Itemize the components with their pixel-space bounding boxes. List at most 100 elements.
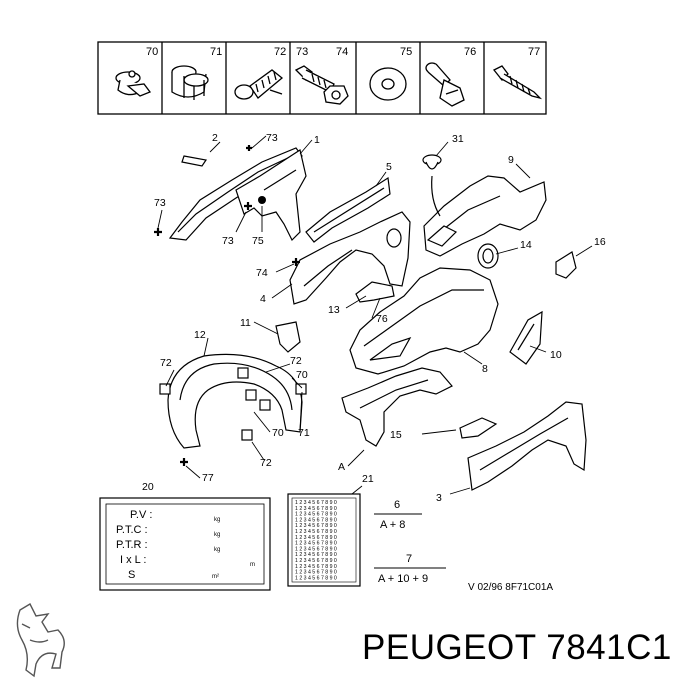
digit-row: 1 2 3 4 5 6 7 8 9 0 [295, 500, 337, 506]
leader-lines [157, 135, 593, 495]
digit-plate: 1 2 3 4 5 6 7 8 9 01 2 3 4 5 6 7 8 9 01 … [287, 493, 361, 587]
callout-1: 1 [314, 134, 320, 146]
plate-label-pv: P.V : [130, 509, 152, 521]
digit-row: 1 2 3 4 5 6 7 8 9 0 [295, 575, 337, 581]
digit-row: 1 2 3 4 5 6 7 8 9 0 [295, 558, 337, 564]
legend-num-73: 73 [296, 46, 308, 58]
part-9-wheelhouse-rear [423, 175, 547, 257]
part-1-apron [235, 149, 307, 242]
callout-72-left: 72 [160, 357, 172, 369]
note-7-formula: A + 10 + 9 [378, 573, 428, 585]
part-31-grommet [422, 154, 442, 217]
id-plate: P.V : P.T.C : P.T.R : I x L : S kg kg kg… [99, 497, 271, 591]
callout-72-low: 72 [260, 457, 272, 469]
part-10-bracket [509, 310, 543, 365]
part-3-front-pillar [467, 401, 587, 491]
callout-8: 8 [482, 363, 488, 375]
callout-A: A [338, 461, 345, 473]
digit-row: 1 2 3 4 5 6 7 8 9 0 [295, 564, 337, 570]
clip-squares [159, 367, 307, 441]
callout-75: 75 [252, 235, 264, 247]
part-number: 7841C1 [546, 628, 672, 667]
rivet-dot-75 [258, 196, 266, 204]
part-16-clip [555, 251, 577, 279]
part-lower-rail [341, 367, 453, 447]
plate-unit-2: kg [214, 532, 220, 538]
part-4-inner-panel [289, 211, 411, 305]
digit-row: 1 2 3 4 5 6 7 8 9 0 [295, 535, 337, 541]
note-7-number: 7 [406, 553, 412, 565]
part-14-seal [477, 243, 499, 269]
callout-5: 5 [386, 161, 392, 173]
digit-row: 1 2 3 4 5 6 7 8 9 0 [295, 512, 337, 518]
legend-num-76: 76 [464, 46, 476, 58]
digit-row: 1 2 3 4 5 6 7 8 9 0 [295, 506, 337, 512]
diagram-reference: V 02/96 8F71C01A [468, 582, 553, 593]
callout-70-right: 70 [296, 369, 308, 381]
fastener-markers [154, 145, 300, 466]
expansion-rivet-icon [234, 69, 284, 100]
legend-num-72: 72 [274, 46, 286, 58]
peugeot-lion-logo [16, 603, 65, 678]
self-tapping-screw-icon [492, 65, 543, 100]
callout-10: 10 [550, 349, 562, 361]
digit-row: 1 2 3 4 5 6 7 8 9 0 [295, 570, 337, 576]
note-6-formula: A + 8 [380, 519, 405, 531]
bolt-with-nut-icon [294, 65, 349, 105]
rubber-grommet-icon [171, 65, 209, 100]
digit-row: 1 2 3 4 5 6 7 8 9 0 [295, 552, 337, 558]
callout-31: 31 [452, 133, 464, 145]
callout-2: 2 [212, 132, 218, 144]
callout-16: 16 [594, 236, 606, 248]
legend-num-74: 74 [336, 46, 348, 58]
callout-73-top: 73 [266, 132, 278, 144]
part-13-bracket [355, 281, 395, 303]
callout-77: 77 [202, 472, 214, 484]
callout-14: 14 [520, 239, 532, 251]
washer-icon [369, 67, 407, 101]
callout-9: 9 [508, 154, 514, 166]
callout-72-right: 72 [290, 355, 302, 367]
callout-76: 76 [376, 313, 388, 325]
note-6-number: 6 [394, 499, 400, 511]
plate-unit-1: kg [214, 517, 220, 523]
callout-73-left: 73 [154, 197, 166, 209]
callout-4: 4 [260, 293, 266, 305]
callout-20: 20 [142, 481, 154, 493]
legend-num-71: 71 [210, 46, 222, 58]
legend-num-77: 77 [528, 46, 540, 58]
plate-label-ixl: I x L : [120, 554, 147, 566]
digit-row: 1 2 3 4 5 6 7 8 9 0 [295, 523, 337, 529]
callout-74: 74 [256, 267, 268, 279]
part-5-bracket [305, 176, 391, 243]
plug-clip-icon [425, 62, 465, 107]
plate-label-ptc: P.T.C : [116, 524, 148, 536]
callout-71: 71 [298, 427, 310, 439]
brand-part-number: PEUGEOT 7841C1 [362, 628, 672, 668]
callout-12: 12 [194, 329, 206, 341]
plate-unit-4: m [250, 562, 255, 568]
assembly-notes: 6 A + 8 7 A + 10 + 9 V 02/96 8F71C01A [374, 499, 553, 593]
callout-73-mid: 73 [222, 235, 234, 247]
callout-3: 3 [436, 492, 442, 504]
part-15-clip [459, 417, 498, 439]
part-8-inner-wing [349, 267, 499, 375]
callout-15: 15 [390, 429, 402, 441]
callout-70-low: 70 [272, 427, 284, 439]
digit-row: 1 2 3 4 5 6 7 8 9 0 [295, 541, 337, 547]
push-clip-icon [115, 70, 152, 97]
digit-row: 1 2 3 4 5 6 7 8 9 0 [295, 517, 337, 523]
plate-unit-3: kg [214, 547, 220, 553]
part-11-bracket [275, 321, 301, 353]
legend-num-75: 75 [400, 46, 412, 58]
callout-13: 13 [328, 304, 340, 316]
digit-row: 1 2 3 4 5 6 7 8 9 0 [295, 546, 337, 552]
callout-21: 21 [362, 473, 374, 485]
digit-row: 1 2 3 4 5 6 7 8 9 0 [295, 529, 337, 535]
legend-num-70: 70 [146, 46, 158, 58]
brand-name: PEUGEOT [362, 628, 537, 667]
callout-11: 11 [240, 317, 251, 329]
plate-label-ptr: P.T.R : [116, 539, 148, 551]
plate-unit-5: m² [212, 574, 219, 580]
